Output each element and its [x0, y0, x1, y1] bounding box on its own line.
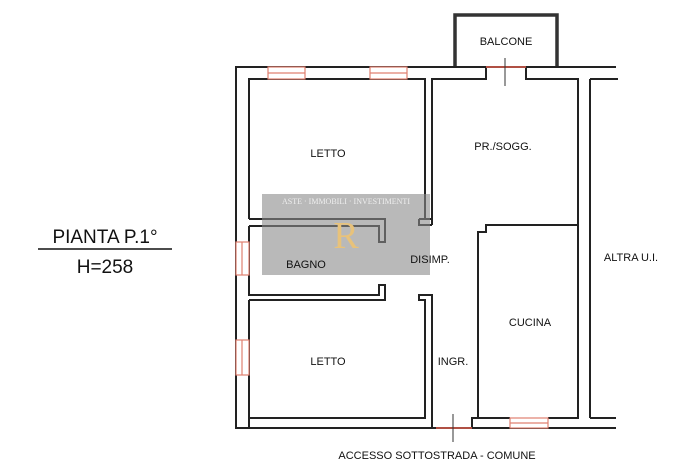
- room-letto-bottom-wall: [248, 294, 433, 428]
- label-soggiorno: PR./SOGG.: [474, 141, 531, 153]
- room-soggiorno-wall-left: [431, 67, 487, 225]
- label-cucina: CUCINA: [509, 317, 552, 329]
- label-altra-ui: ALTRA U.I.: [604, 252, 658, 264]
- plan-title: PIANTA P.1°: [52, 227, 157, 248]
- watermark: ASTE · IMMOBILI · INVESTIMENTI R: [262, 194, 430, 275]
- label-balcone: BALCONE: [480, 36, 533, 48]
- label-ingresso: INGR.: [438, 356, 469, 368]
- room-soggiorno-wall-right: [477, 67, 579, 419]
- entry-jamb-right: [471, 417, 478, 428]
- watermark-logo: R: [333, 215, 359, 257]
- room-cucina-wall: [548, 225, 579, 419]
- label-letto-top: LETTO: [310, 148, 346, 160]
- watermark-text: ASTE · IMMOBILI · INVESTIMENTI: [282, 197, 410, 206]
- balcony-wall: [453, 13, 559, 67]
- label-accesso: ACCESSO SOTTOSTRADA - COMUNE: [338, 450, 535, 462]
- room-bagno-wall: [248, 226, 386, 301]
- plan-height: H=258: [77, 257, 134, 278]
- label-disimpegno: DISIMP.: [410, 254, 450, 266]
- label-letto-bottom: LETTO: [310, 356, 346, 368]
- label-bagno: BAGNO: [286, 259, 326, 271]
